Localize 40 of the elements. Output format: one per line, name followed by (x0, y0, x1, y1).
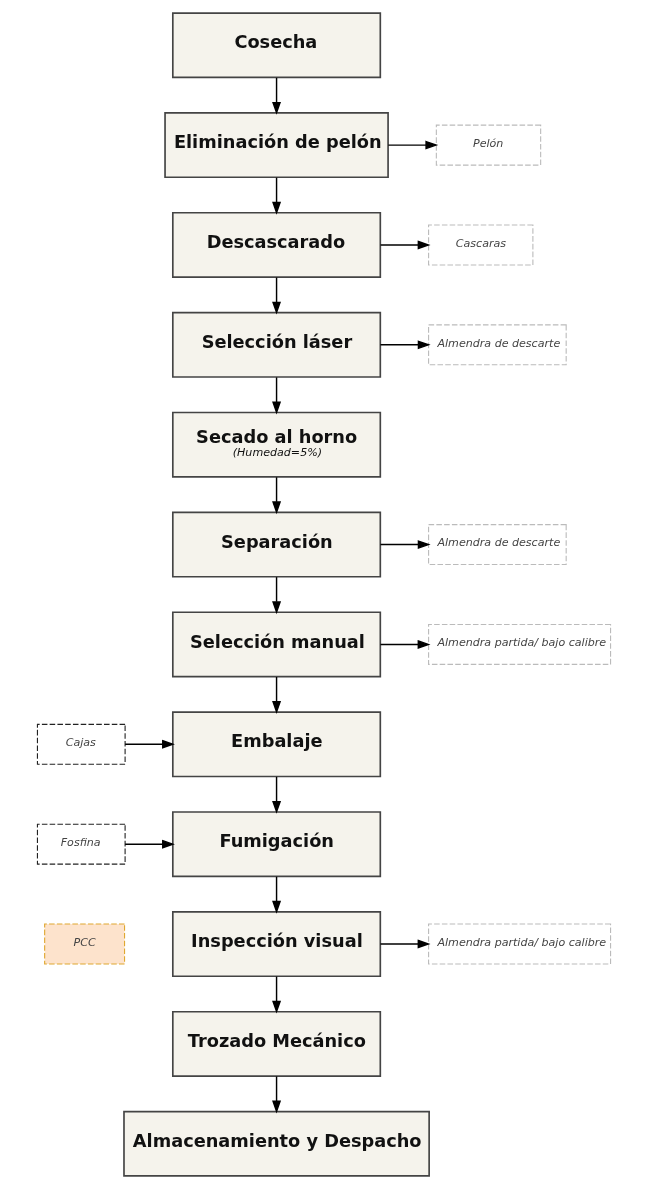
arrow (379, 939, 431, 949)
node-box: Cajas (36, 723, 126, 765)
node-box: Selección láser (172, 311, 382, 378)
node-box: Almacenamiento y Despacho (123, 1110, 430, 1177)
arrow (387, 140, 439, 150)
node-box: Almendra de descarte (428, 524, 567, 566)
arrow (272, 476, 282, 515)
node-box: Almendra partida/ bajo calibre (428, 923, 612, 965)
arrow (272, 77, 282, 115)
arrow (379, 340, 431, 350)
arrow (272, 376, 282, 415)
arrow (272, 676, 282, 714)
node-box: Selección manual (172, 611, 382, 678)
arrow (272, 576, 282, 615)
node-box: Almendra partida/ bajo calibre (428, 623, 612, 665)
arrow (272, 776, 282, 814)
node-box: Almendra de descarte (428, 324, 567, 366)
arrow (124, 739, 175, 749)
arrow (272, 1075, 282, 1114)
node-box: Pelón (435, 124, 542, 166)
arrow (379, 540, 431, 550)
node-box: Cosecha (172, 12, 382, 79)
node-box: Embalaje (172, 711, 382, 778)
node-box: Separación (172, 511, 382, 578)
node-box: Inspección visual (172, 911, 382, 978)
node-box: Fosfina (36, 823, 126, 865)
node-box: Trozado Mecánico (172, 1010, 382, 1077)
node-box: Cascaras (428, 224, 534, 266)
arrow (272, 176, 282, 215)
arrow (272, 975, 282, 1014)
arrow (124, 839, 175, 849)
arrow (272, 876, 282, 914)
node-box: Eliminación de pelón (164, 112, 389, 179)
arrow (379, 639, 431, 649)
node-box: Fumigación (172, 811, 382, 878)
node-box: Descascarado (172, 211, 382, 278)
node-box: PCC (44, 923, 126, 965)
arrow (379, 240, 431, 250)
node-box: Secado al horno (Humedad=5%) (172, 411, 382, 478)
arrow (272, 276, 282, 315)
